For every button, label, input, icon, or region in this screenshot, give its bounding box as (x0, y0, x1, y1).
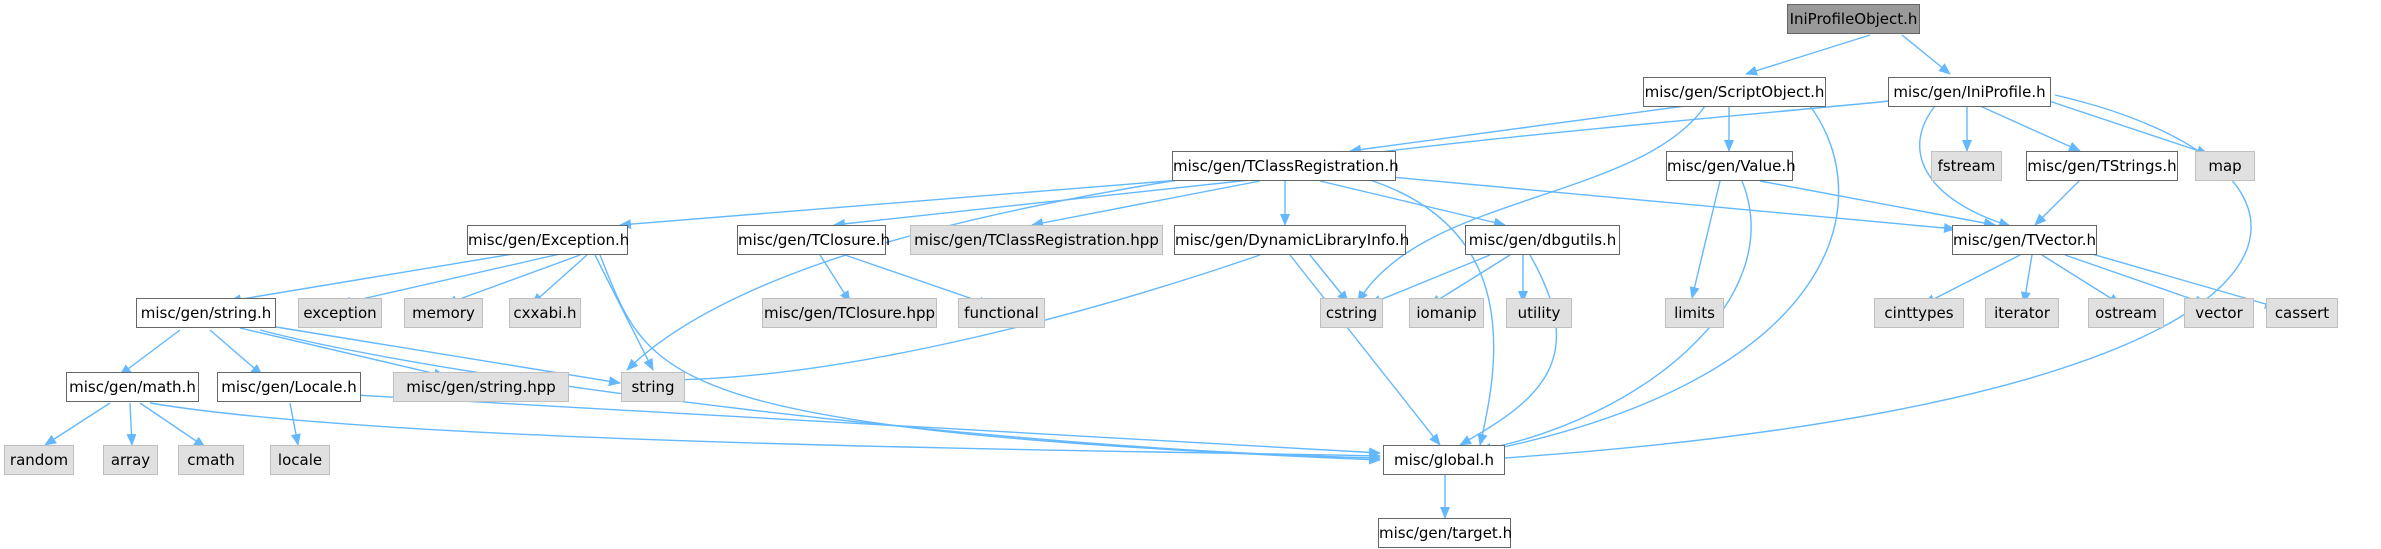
edge-so-tclassreg (1349, 105, 1686, 155)
node-locale-h[interactable]: misc/gen/Locale.h (217, 372, 361, 402)
node-functional[interactable]: functional (958, 298, 1045, 328)
node-memory[interactable]: memory (404, 298, 483, 328)
edge-tc-functional (844, 254, 991, 307)
edge-dbg-global (1459, 254, 1558, 446)
edge-tcr-tclosure (833, 179, 1251, 229)
edge-val-tvector (1759, 180, 1996, 228)
node-exception-h[interactable]: misc/gen/Exception.h (467, 225, 629, 255)
node-tclass-registration-h[interactable]: misc/gen/TClassRegistration.h (1172, 151, 1399, 181)
edge-mh-array (126, 402, 137, 446)
node-cxxabi-h[interactable]: cxxabi.h (509, 298, 581, 328)
node-map[interactable]: map (2195, 151, 2255, 181)
edge-lh-locale (289, 402, 301, 446)
edge-ex-global (599, 254, 1381, 465)
edge-ipo-iniprofile (1901, 34, 1951, 75)
node-dynamic-library-info-h[interactable]: misc/gen/DynamicLibraryInfo.h (1174, 225, 1409, 255)
edge-sh-locale (209, 329, 263, 376)
node-iomanip[interactable]: iomanip (1409, 298, 1484, 328)
node-utility[interactable]: utility (1506, 298, 1572, 328)
node-locale[interactable]: locale (270, 445, 330, 475)
edge-ex-exception (339, 253, 561, 307)
edge-ip-map (2039, 97, 2209, 156)
node-string[interactable]: string (621, 372, 685, 402)
edge-mh-random (44, 402, 111, 446)
edge-val-global (1479, 180, 1752, 453)
edge-dbg-iomanip (1429, 254, 1511, 306)
node-script-object-h[interactable]: misc/gen/ScriptObject.h (1643, 77, 1826, 107)
edge-ex-string (594, 254, 654, 371)
node-tclosure-h[interactable]: misc/gen/TClosure.h (737, 225, 890, 255)
edge-tv-vector (2064, 254, 2207, 306)
node-cinttypes[interactable]: cinttypes (1874, 298, 1964, 328)
node-string-h[interactable]: misc/gen/string.h (136, 298, 276, 328)
edge-lh-global (354, 394, 1381, 458)
edge-dli-cstring (1309, 254, 1349, 303)
edge-tcr-tcrhpp (1031, 180, 1261, 228)
node-fstream[interactable]: fstream (1931, 151, 2002, 181)
edge-ex-cxxabi (531, 254, 588, 305)
node-cassert[interactable]: cassert (2266, 298, 2338, 328)
node-random[interactable]: random (4, 445, 74, 475)
edge-mh-cmath (139, 402, 206, 448)
node-ini-profile-object-h[interactable]: IniProfileObject.h (1787, 4, 1920, 34)
edge-sh-stringhpp (239, 327, 446, 379)
node-cstring[interactable]: cstring (1320, 298, 1383, 328)
node-vector[interactable]: vector (2184, 298, 2254, 328)
node-tvector-h[interactable]: misc/gen/TVector.h (1952, 225, 2097, 255)
edge-tc-tchpp (819, 254, 851, 303)
edge-tcr-exception (619, 175, 1231, 230)
node-iterator[interactable]: iterator (1985, 298, 2059, 328)
node-ini-profile-h[interactable]: misc/gen/IniProfile.h (1888, 77, 2051, 107)
node-target-h[interactable]: misc/gen/target.h (1378, 518, 1512, 548)
node-limits[interactable]: limits (1665, 298, 1724, 328)
node-tclass-registration-hpp[interactable]: misc/gen/TClassRegistration.hpp (910, 225, 1163, 255)
node-ostream[interactable]: ostream (2088, 298, 2164, 328)
node-math-h[interactable]: misc/gen/math.h (66, 372, 199, 402)
node-array[interactable]: array (103, 445, 158, 475)
node-tstrings-h[interactable]: misc/gen/TStrings.h (2026, 151, 2178, 181)
edge-ex-stringh (229, 251, 526, 305)
edge-val-limits (1689, 180, 1721, 299)
edge-tv-cassert (2084, 251, 2277, 309)
edge-dli-string (659, 254, 1261, 385)
edge-tv-iterator (2020, 254, 2033, 304)
edge-so-global (1479, 105, 1840, 455)
edge-tv-ostream (2041, 254, 2121, 305)
node-cmath[interactable]: cmath (178, 445, 244, 475)
node-tclosure-hpp[interactable]: misc/gen/TClosure.hpp (762, 298, 937, 328)
edge-ipo-scriptobject (1745, 34, 1871, 76)
edge-tcr-global (1369, 179, 1495, 446)
node-string-hpp[interactable]: misc/gen/string.hpp (393, 372, 569, 402)
edge-ip-global (1489, 94, 2252, 464)
node-value-h[interactable]: misc/gen/Value.h (1666, 151, 1796, 181)
edge-so-cstring (1357, 105, 1706, 303)
node-exception[interactable]: exception (298, 298, 382, 328)
edge-mh-global (149, 402, 1381, 461)
edge-tv-cinttypes (1923, 254, 2021, 305)
edge-tcr-dbgutils (1319, 180, 1506, 228)
node-dbgutils-h[interactable]: misc/gen/dbgutils.h (1465, 225, 1620, 255)
edge-sh-math (119, 329, 181, 376)
edge-dbg-cstring (1369, 254, 1491, 305)
edge-ip-tvector (1919, 105, 2011, 228)
edge-tcr-tvector (1379, 175, 1956, 233)
node-global-h[interactable]: misc/global.h (1383, 445, 1505, 475)
edge-ex-memory (445, 254, 581, 305)
edge-ts-tvector (2034, 179, 2081, 226)
edge-sh-global (259, 329, 1381, 463)
edge-dli-global (1289, 254, 1441, 446)
edge-ip-tstrings (1979, 105, 2081, 152)
